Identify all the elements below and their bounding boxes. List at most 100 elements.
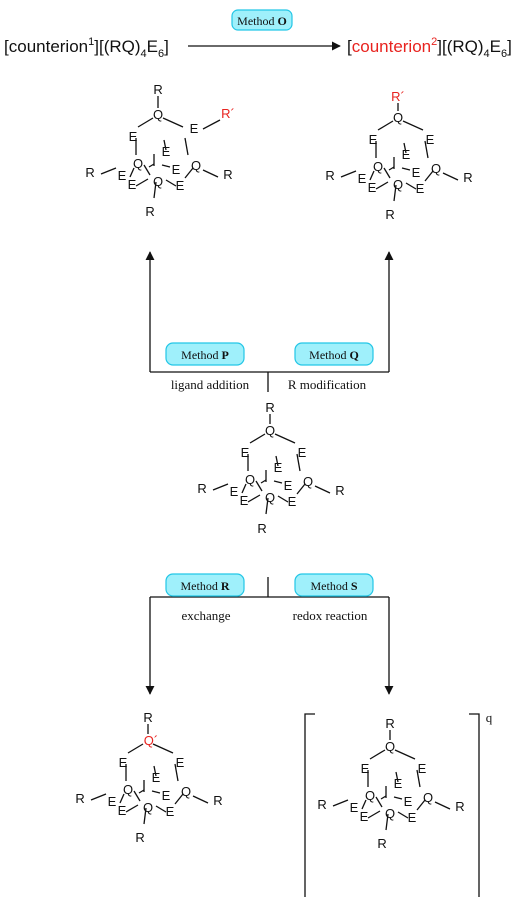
atom-q: Q (365, 788, 375, 803)
atom-q: Q (245, 472, 255, 487)
method-r-badge[interactable]: Method R (165, 573, 245, 597)
atom-r: R (377, 836, 386, 851)
charge-label: q (486, 710, 493, 725)
atom-r: R (385, 207, 394, 222)
atom-e: E (162, 788, 171, 803)
atom-e: E (108, 794, 117, 809)
atom-r: R (153, 82, 162, 97)
atom-e: E (350, 800, 359, 815)
structure-exchange: R Q´ E E E Q E Q R R E Q E E R (75, 710, 222, 845)
atom-q: Q (153, 174, 163, 189)
atom-q: Q (431, 161, 441, 176)
atom-q: Q (385, 806, 395, 821)
atom-e: E (119, 755, 128, 770)
bracket-right (469, 713, 480, 897)
atom-q: Q (181, 784, 191, 799)
atom-r: R (135, 830, 144, 845)
atom-q: Q (191, 158, 201, 173)
method-p-badge[interactable]: Method P (165, 342, 245, 366)
structure-redox: q R Q E E E Q E Q R R E Q E E R (304, 710, 493, 897)
atom-q: Q (153, 107, 163, 122)
caption-redox-reaction: redox reaction (293, 608, 368, 623)
atom-e: E (152, 770, 161, 785)
svg-text:Method O: Method O (237, 14, 287, 28)
atom-q: Q (133, 156, 143, 171)
atom-q: Q (265, 423, 275, 438)
bracket-left (304, 713, 315, 897)
structure-ligand-addition: R Q E E R´ E Q E Q R R E Q E E R (85, 82, 235, 219)
atom-e: E (284, 478, 293, 493)
top-equation: [counterion1][(RQ)4E6] Method O [counter… (4, 9, 512, 60)
structure-starting-cluster: R Q E E E Q E Q R R E Q E E R (197, 400, 344, 536)
atom-e: E (426, 132, 435, 147)
atom-r: R (463, 170, 472, 185)
atom-e: E (176, 178, 185, 193)
atom-r-prime: R´ (391, 89, 405, 104)
atom-e: E (241, 445, 250, 460)
atom-r: R (385, 716, 394, 731)
equation-left: [counterion1][(RQ)4E6] (4, 36, 169, 60)
atom-e: E (394, 776, 403, 791)
atom-e: E (361, 761, 370, 776)
atom-e: E (230, 484, 239, 499)
atom-e: E (190, 121, 199, 136)
atom-e: E (172, 162, 181, 177)
atom-r: R (197, 481, 206, 496)
atom-e: E (240, 493, 249, 508)
atom-q: Q (123, 782, 133, 797)
atom-e: E (358, 171, 367, 186)
atom-q: Q (303, 474, 313, 489)
atom-q: Q (385, 739, 395, 754)
atom-e: E (402, 147, 411, 162)
atom-e: E (416, 181, 425, 196)
atom-q: Q (423, 790, 433, 805)
atom-e: E (412, 165, 421, 180)
atom-q: Q (143, 800, 153, 815)
atom-r: R (75, 791, 84, 806)
atom-r: R (257, 521, 266, 536)
atom-r: R (145, 204, 154, 219)
method-q-badge[interactable]: Method Q (294, 342, 374, 366)
atom-e: E (369, 132, 378, 147)
atom-e: E (418, 761, 427, 776)
atom-q: Q (393, 110, 403, 125)
atom-q: Q (393, 177, 403, 192)
svg-text:Method R: Method R (180, 579, 229, 593)
atom-r-prime: R´ (221, 106, 235, 121)
atom-e: E (274, 460, 283, 475)
caption-ligand-addition: ligand addition (171, 377, 250, 392)
atom-r: R (325, 168, 334, 183)
atom-r: R (335, 483, 344, 498)
atom-e: E (118, 803, 127, 818)
atom-e: E (368, 180, 377, 195)
upper-branch: Method P Method Q ligand addition R modi… (145, 251, 394, 392)
atom-e: E (129, 129, 138, 144)
atom-e: E (288, 494, 297, 509)
atom-e: E (360, 809, 369, 824)
atom-e: E (166, 804, 175, 819)
caption-r-modification: R modification (288, 377, 367, 392)
svg-text:Method S: Method S (310, 579, 357, 593)
atom-r: R (223, 167, 232, 182)
atom-e: E (404, 794, 413, 809)
atom-q-prime: Q´ (144, 733, 158, 748)
atom-e: E (298, 445, 307, 460)
svg-text:Method P: Method P (181, 348, 229, 362)
atom-q: Q (373, 159, 383, 174)
method-s-badge[interactable]: Method S (294, 573, 374, 597)
atom-r: R (85, 165, 94, 180)
lower-branch: Method R Method S exchange redox reactio… (145, 573, 394, 695)
equation-right: [counterion2][(RQ)4E6] (347, 36, 512, 60)
structure-r-modification: R´ Q E E E Q E Q R R E Q E E R (325, 89, 472, 222)
svg-text:Method Q: Method Q (309, 348, 359, 362)
atom-r: R (265, 400, 274, 415)
atom-e: E (118, 168, 127, 183)
atom-r: R (455, 799, 464, 814)
atom-e: E (408, 810, 417, 825)
method-o-badge[interactable]: Method O (231, 9, 293, 31)
atom-r: R (143, 710, 152, 725)
caption-exchange: exchange (181, 608, 230, 623)
atom-r: R (317, 797, 326, 812)
atom-q: Q (265, 490, 275, 505)
